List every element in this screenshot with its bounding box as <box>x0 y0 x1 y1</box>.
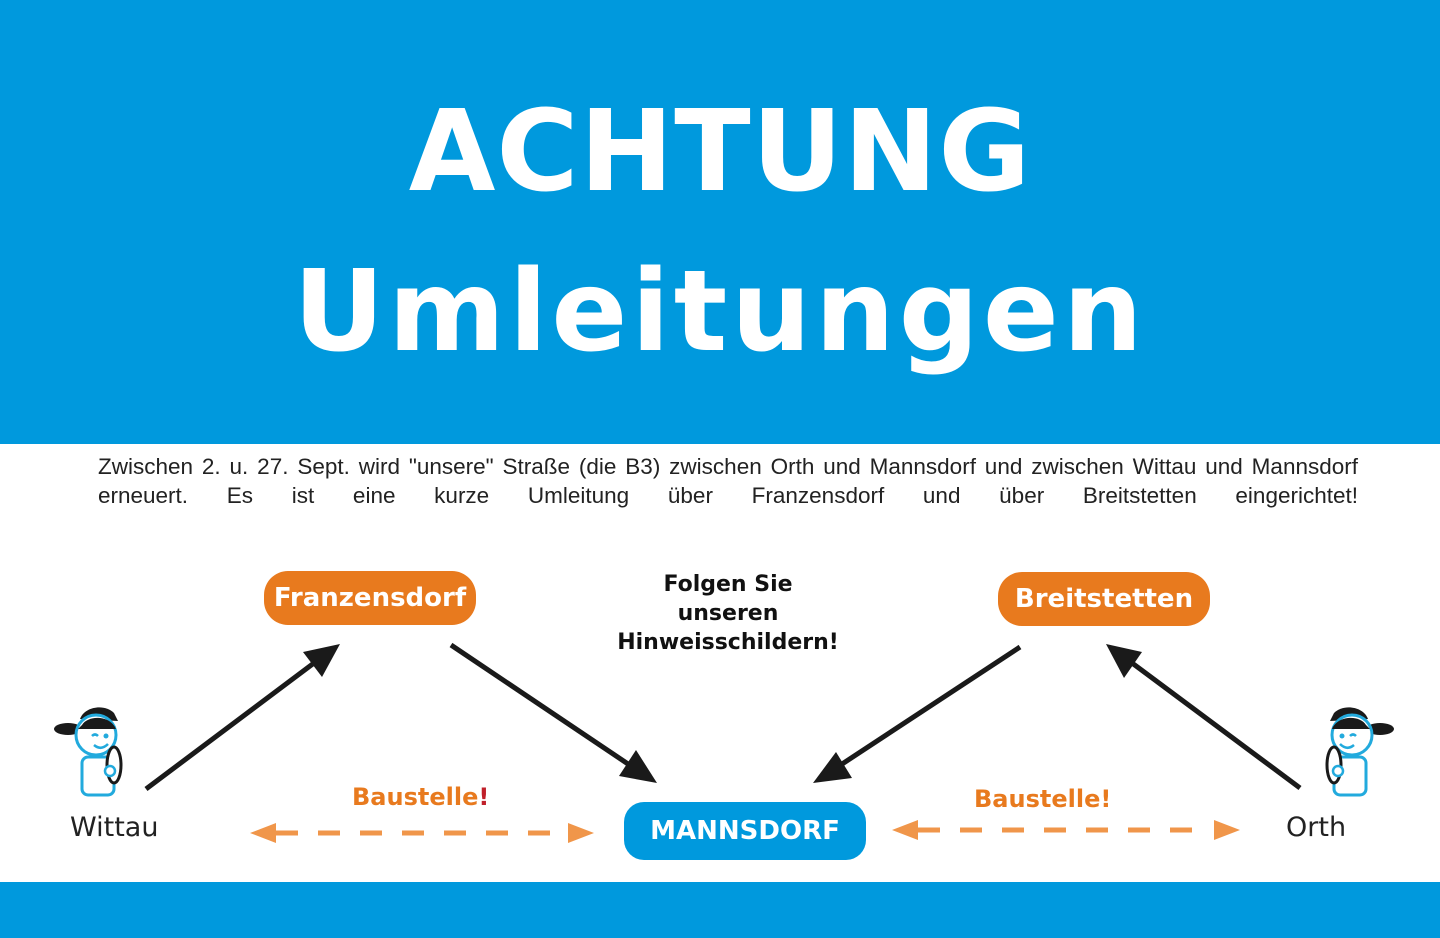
destination-mannsdorf-label: MANNSDORF <box>624 802 866 860</box>
route-arrow-breitstetten-mannsdorf <box>813 644 1022 783</box>
construction-label-left-excl: ! <box>478 783 490 811</box>
headline-umleitungen: Umleitungen <box>293 247 1147 377</box>
route-arrow-orth-breitstetten <box>1106 644 1302 791</box>
construction-arrow-right <box>892 820 1240 840</box>
town-wittau: Wittau <box>70 812 159 843</box>
route-arrow-franzensdorf-mannsdorf <box>449 642 657 783</box>
follow-line-3: Hinweisschildern! <box>617 630 839 655</box>
town-orth: Orth <box>1286 812 1347 843</box>
construction-label-left: Baustelle! <box>352 783 489 811</box>
route-arrow-wittau-franzensdorf <box>144 644 340 791</box>
header-banner: ACHTUNG Umleitungen <box>0 0 1440 444</box>
follow-signs-note: Folgen Sie unseren Hinweisschildern! <box>580 570 876 657</box>
headline-achtung: ACHTUNG <box>408 87 1032 217</box>
construction-label-right: Baustelle! <box>974 785 1112 813</box>
driver-mascot-icon <box>1325 707 1394 797</box>
driver-mascot-icon <box>54 707 123 797</box>
construction-label-left-text: Baustelle <box>352 783 479 811</box>
follow-line-2: unseren <box>677 601 779 626</box>
footer-banner <box>0 882 1440 938</box>
detour-breitstetten-label: Breitstetten <box>998 572 1210 626</box>
follow-line-1: Folgen Sie <box>663 572 793 597</box>
detour-franzensdorf-label: Franzensdorf <box>264 571 476 625</box>
construction-arrow-left <box>250 823 594 843</box>
notice-text: Zwischen 2. u. 27. Sept. wird "unsere" S… <box>98 454 1358 508</box>
